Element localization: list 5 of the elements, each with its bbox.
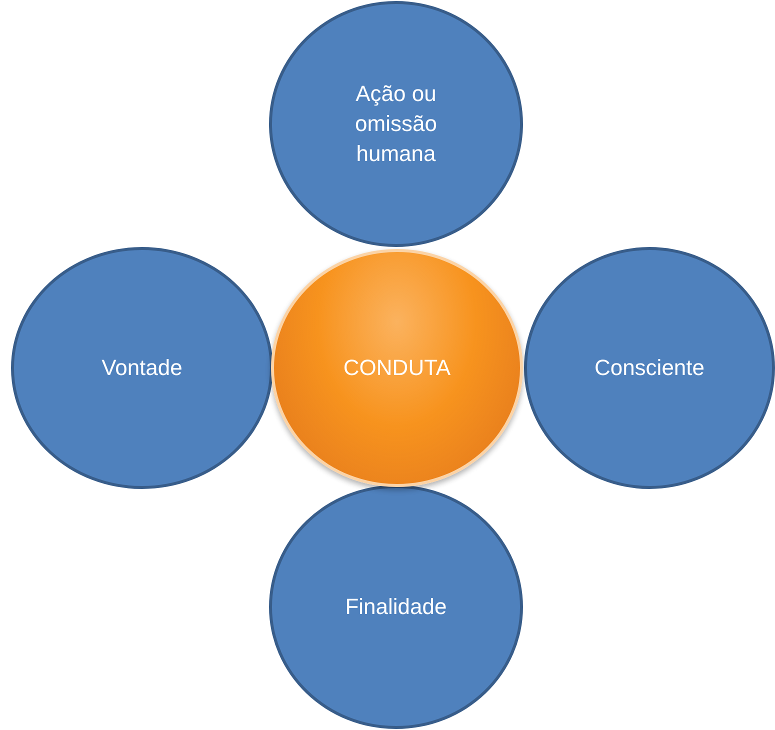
- node-label: Consciente: [594, 354, 705, 382]
- node-label: CONDUTA: [343, 354, 451, 382]
- node-label: Vontade: [102, 354, 182, 382]
- node-label: Finalidade: [345, 593, 447, 621]
- node-label: Ação ou omissão humana: [354, 80, 438, 168]
